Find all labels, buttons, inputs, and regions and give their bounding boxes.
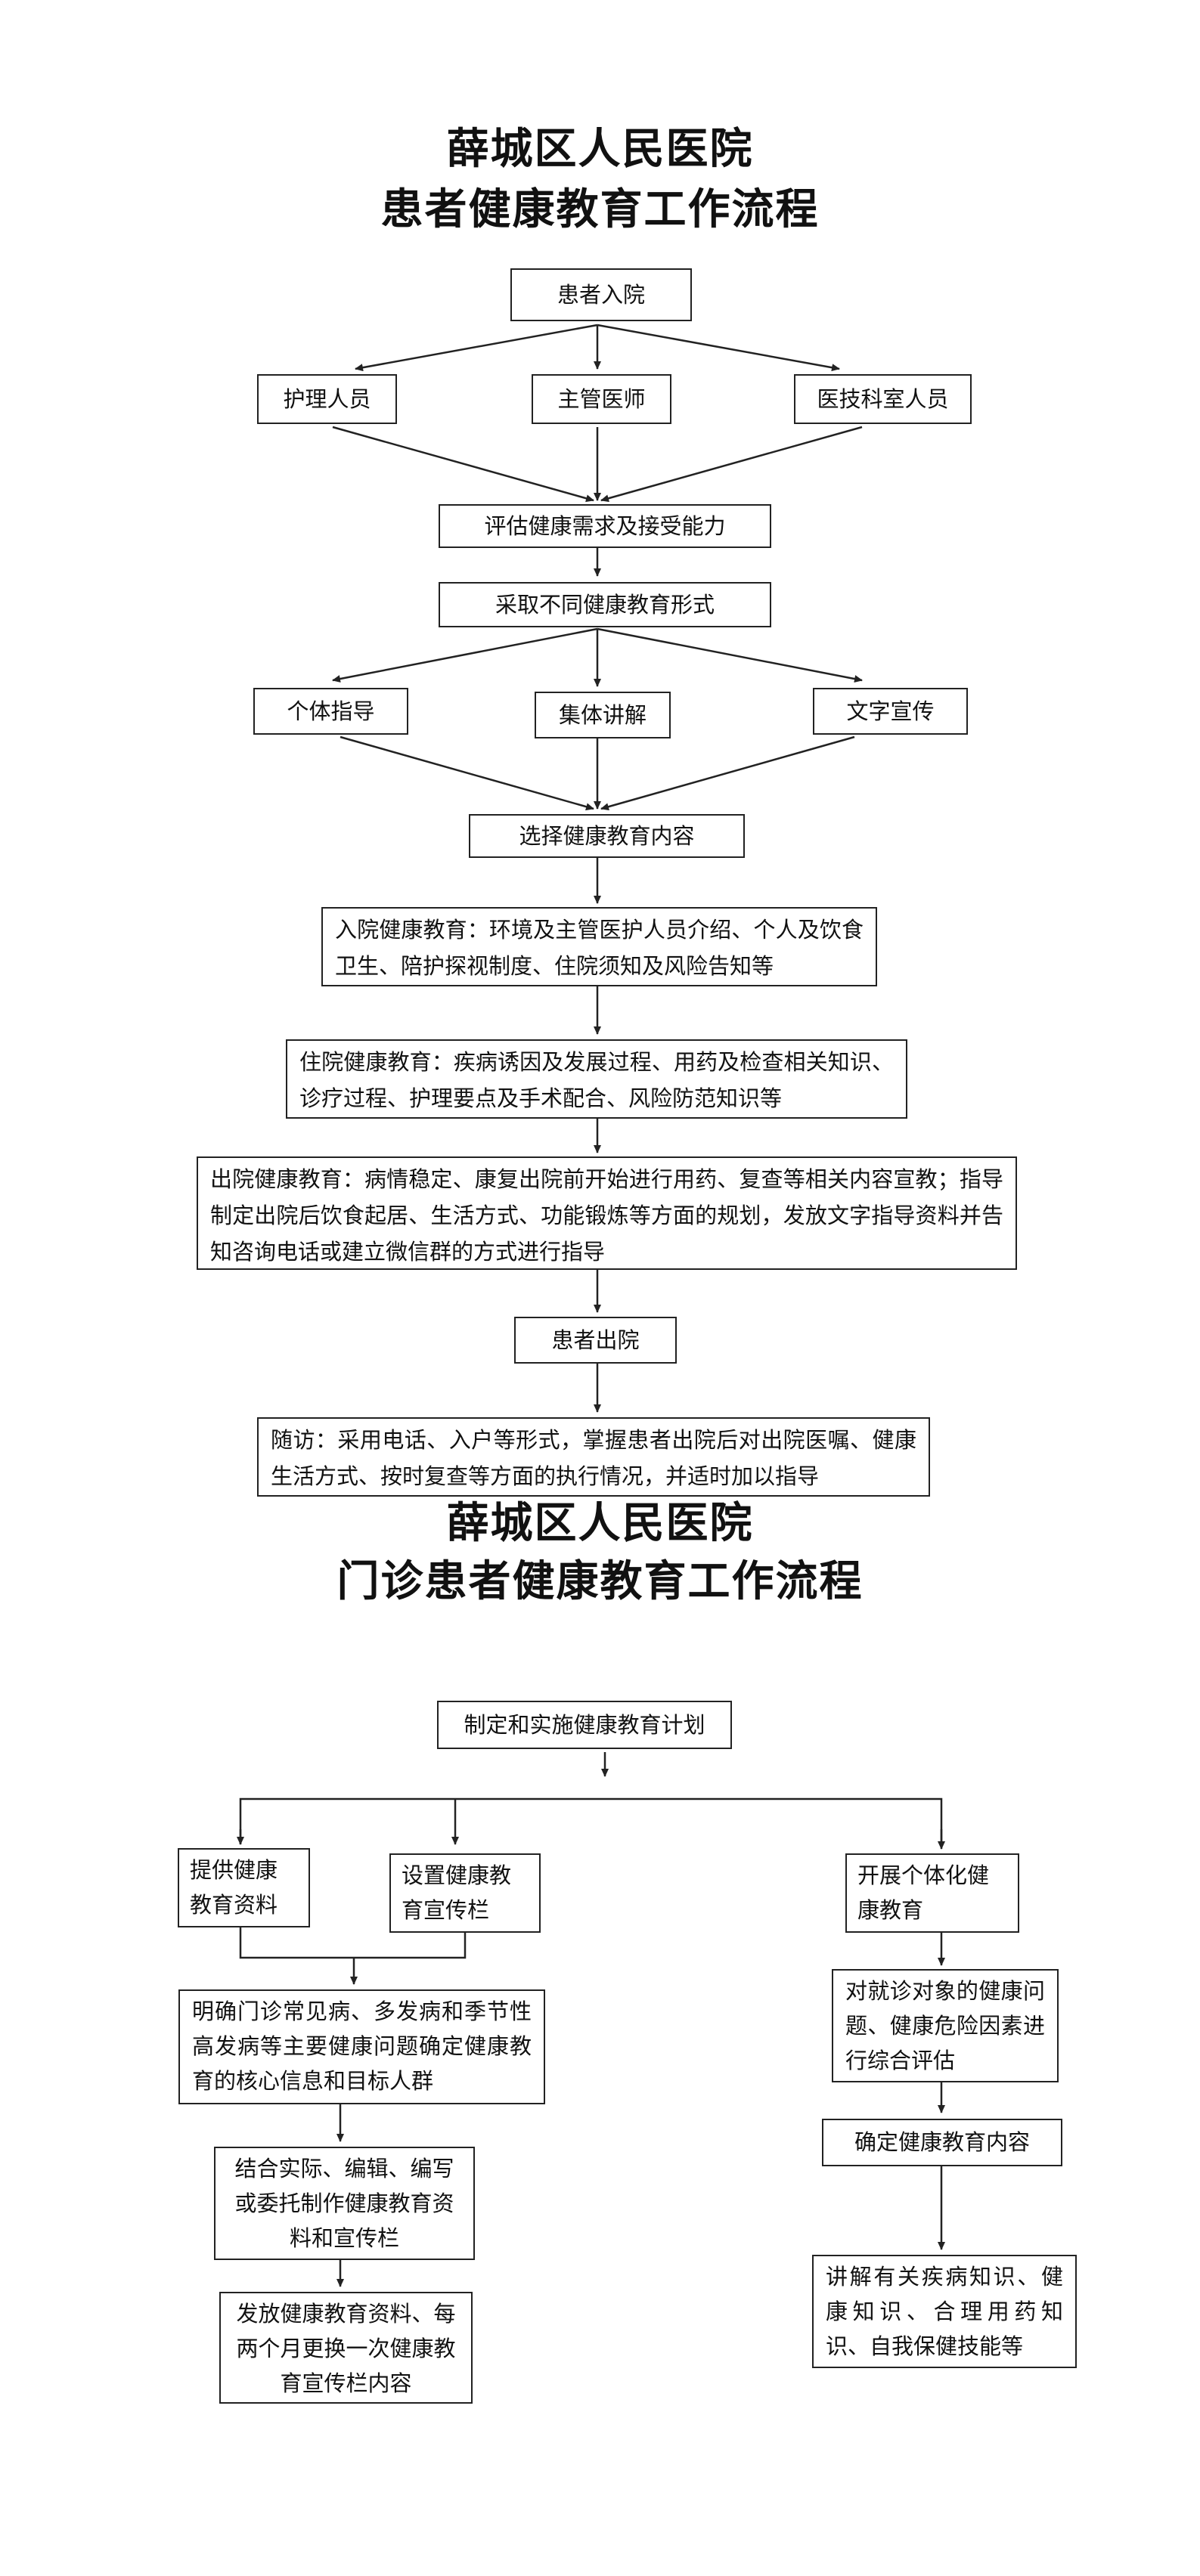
step-individualized-education: 开展个体化健康教育 — [845, 1853, 1019, 1933]
step-patient-admitted: 患者入院 — [510, 268, 692, 321]
step-education-forms: 采取不同健康教育形式 — [439, 582, 771, 627]
step-make-plan: 制定和实施健康教育计划 — [437, 1701, 732, 1749]
step-select-content: 选择健康教育内容 — [469, 814, 745, 858]
step-compile-materials: 结合实际、编辑、编写或委托制作健康教育资料和宣传栏 — [214, 2147, 475, 2260]
step-comprehensive-evaluation: 对就诊对象的健康问题、健康危险因素进行综合评估 — [832, 1969, 1059, 2082]
arrow-individual-select — [340, 735, 594, 811]
step-admission-education: 入院健康教育：环境及主管医护人员介绍、个人及饮食卫生、陪护探视制度、住院须知及风… — [321, 907, 877, 986]
arrow-forms-individual — [332, 627, 598, 683]
arrow-admit-nurse — [355, 324, 598, 372]
step-hospital-education: 住院健康教育：疾病诱因及发展过程、用药及检查相关知识、诊疗过程、护理要点及手术配… — [286, 1039, 907, 1119]
arrow-written-select — [600, 735, 855, 811]
step-provide-materials: 提供健康教育资料 — [178, 1848, 310, 1927]
inpatient-title-process: 患者健康教育工作流程 — [380, 185, 820, 234]
step-attending-doctor: 主管医师 — [532, 374, 671, 424]
inpatient-title-hospital: 薛城区人民医院 — [446, 125, 754, 174]
merge-line — [239, 1926, 467, 1959]
outpatient-title-process: 门诊患者健康教育工作流程 — [336, 1557, 864, 1606]
arrow-forms-written — [597, 627, 863, 683]
step-individual-guidance: 个体指导 — [253, 688, 408, 735]
step-group-lecture: 集体讲解 — [535, 692, 671, 738]
step-nursing-staff: 护理人员 — [257, 374, 397, 424]
arrow-admit-tech — [597, 324, 840, 372]
arrow-nurse-assess — [332, 426, 594, 503]
step-determine-content: 确定健康教育内容 — [822, 2119, 1062, 2166]
step-explain-knowledge: 讲解有关疾病知识、健康知识、合理用药知识、自我保健技能等 — [812, 2255, 1077, 2368]
branch-line — [239, 1797, 943, 1844]
step-follow-up: 随访：采用电话、入户等形式，掌握患者出院后对出院医嘱、健康生活方式、按时复查等方… — [257, 1417, 930, 1497]
step-setup-board: 设置健康教育宣传栏 — [389, 1853, 541, 1933]
arrow-tech-assess — [600, 426, 863, 503]
step-assess-needs: 评估健康需求及接受能力 — [439, 504, 771, 548]
step-clarify-problems: 明确门诊常见病、多发病和季节性高发病等主要健康问题确定健康教育的核心信息和目标人… — [178, 1989, 545, 2104]
step-patient-discharged: 患者出院 — [514, 1317, 677, 1364]
outpatient-title-hospital: 薛城区人民医院 — [446, 1499, 754, 1548]
step-medtech-staff: 医技科室人员 — [794, 374, 972, 424]
step-written-promotion: 文字宣传 — [813, 688, 968, 735]
step-distribute-materials: 发放健康教育资料、每两个月更换一次健康教育宣传栏内容 — [219, 2292, 473, 2404]
step-discharge-education: 出院健康教育：病情稳定、康复出院前开始进行用药、复查等相关内容宣教；指导制定出院… — [197, 1156, 1017, 1270]
